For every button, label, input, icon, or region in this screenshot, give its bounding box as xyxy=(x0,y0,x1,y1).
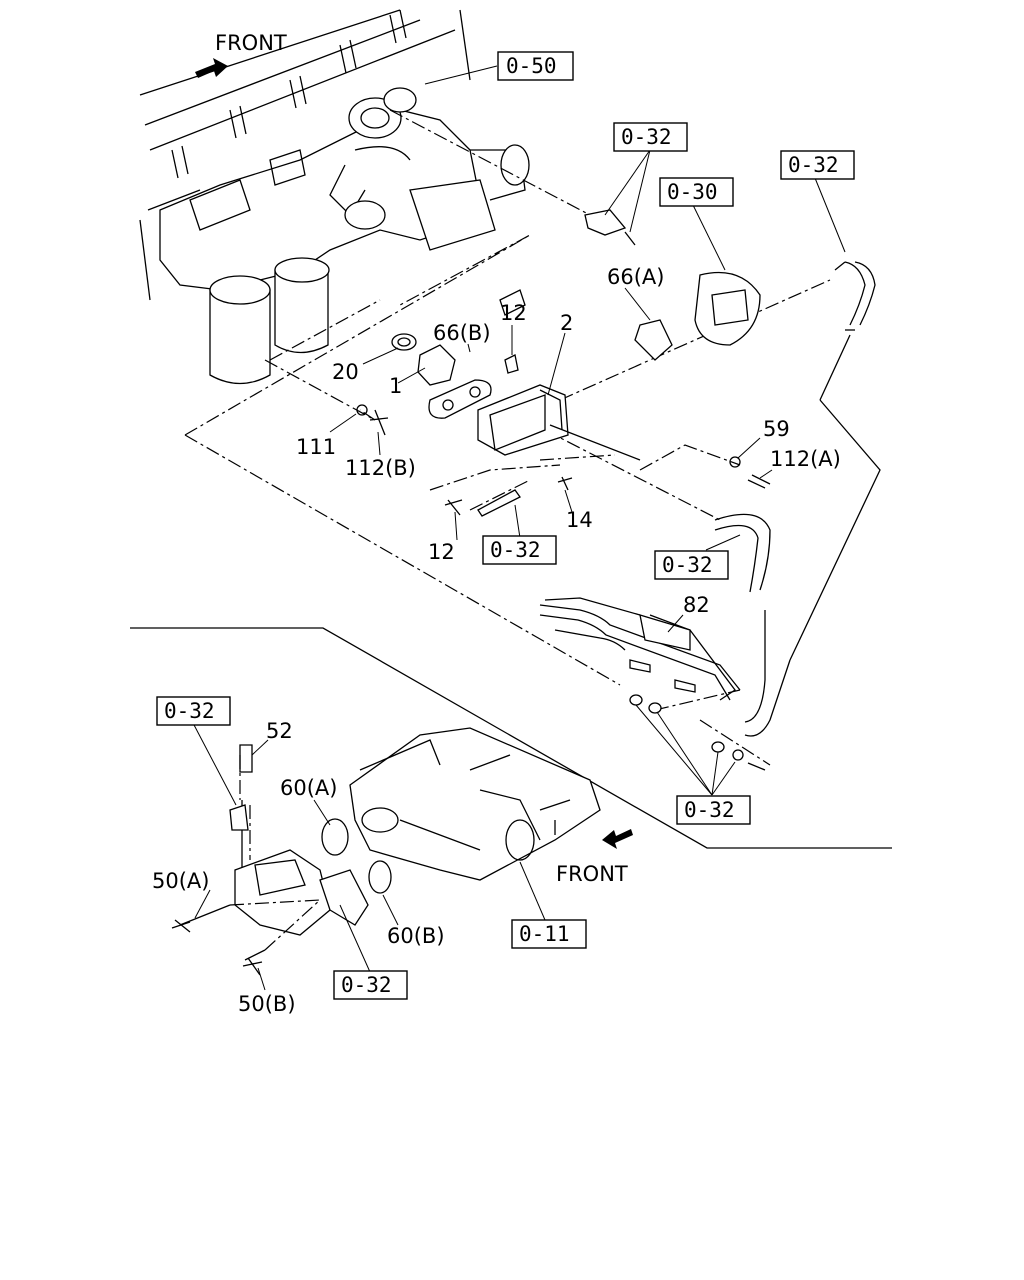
cover-030 xyxy=(694,271,761,346)
part-label-60a: 60(A) xyxy=(280,776,337,800)
ref-box-0-32-hose[interactable]: 0-32 xyxy=(654,550,729,580)
guide-lines-upper xyxy=(184,109,831,766)
part-label-20: 20 xyxy=(332,360,359,384)
outlet-assembly-drawing xyxy=(171,744,392,976)
ref-box-0-32-left[interactable]: 0-32 xyxy=(156,696,231,726)
front-arrow-top xyxy=(195,58,228,78)
part-label-112b: 112(B) xyxy=(345,456,416,480)
ref-box-0-32-bottom[interactable]: 0-32 xyxy=(333,970,408,1000)
leader-lines xyxy=(192,65,846,991)
ref-box-0-32-topright[interactable]: 0-32 xyxy=(780,150,855,180)
part-label-112a: 112(A) xyxy=(770,447,841,471)
svg-text:0-32: 0-32 xyxy=(341,973,392,997)
svg-text:0-50: 0-50 xyxy=(506,54,557,78)
svg-text:0-11: 0-11 xyxy=(519,922,570,946)
ref-box-0-30[interactable]: 0-30 xyxy=(659,177,734,207)
part-label-66a: 66(A) xyxy=(607,265,664,289)
svg-text:0-30: 0-30 xyxy=(667,180,718,204)
ref-box-0-32-top[interactable]: 0-32 xyxy=(613,122,688,152)
part-label-59: 59 xyxy=(763,417,790,441)
svg-text:0-32: 0-32 xyxy=(490,538,541,562)
part-label-50a: 50(A) xyxy=(152,869,209,893)
part-label-2: 2 xyxy=(560,311,573,335)
svg-text:0-32: 0-32 xyxy=(621,125,672,149)
part-label-111: 111 xyxy=(296,435,336,459)
ref-box-0-11[interactable]: 0-11 xyxy=(511,919,587,949)
ref-box-0-32-mid[interactable]: 0-32 xyxy=(482,535,557,565)
front-label-top: FRONT xyxy=(215,31,287,55)
housing-assembly-drawing xyxy=(356,209,771,517)
front-arrow-bottom xyxy=(602,829,633,849)
hoses-drawing xyxy=(714,261,881,737)
part-label-82: 82 xyxy=(683,593,710,617)
svg-text:0-32: 0-32 xyxy=(662,553,713,577)
ref-box-0-50[interactable]: 0-50 xyxy=(497,51,574,81)
section-divider xyxy=(130,627,892,849)
front-label-bottom: FRONT xyxy=(556,862,628,886)
ref-box-0-32-bottomright[interactable]: 0-32 xyxy=(676,795,751,825)
svg-text:0-32: 0-32 xyxy=(684,798,735,822)
engine-block-drawing xyxy=(139,9,530,385)
part-label-12-upper: 12 xyxy=(500,301,527,325)
part-label-50b: 50(B) xyxy=(238,992,296,1016)
part-label-52: 52 xyxy=(266,719,293,743)
pipe-assembly-82 xyxy=(539,597,766,771)
gasket-20 xyxy=(391,333,417,351)
housing-2 xyxy=(477,384,569,456)
gasket-66a xyxy=(634,319,673,361)
thermostat-1 xyxy=(417,344,456,386)
part-label-60b: 60(B) xyxy=(387,924,445,948)
svg-text:0-32: 0-32 xyxy=(164,699,215,723)
part-label-66b: 66(B) xyxy=(433,321,491,345)
part-label-12-lower: 12 xyxy=(428,540,455,564)
svg-text:0-32: 0-32 xyxy=(788,153,839,177)
lower-engine-drawing xyxy=(349,727,601,881)
part-label-1: 1 xyxy=(389,374,402,398)
part-label-14: 14 xyxy=(566,508,593,532)
